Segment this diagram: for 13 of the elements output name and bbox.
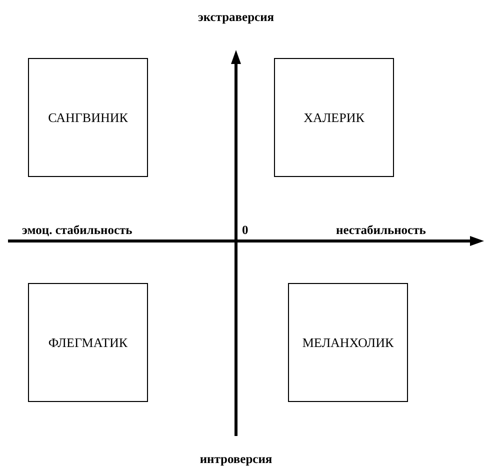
temperament-box	[28, 283, 148, 402]
temperament-name: ФЛЕГМАТИК	[48, 334, 128, 350]
temperament-name: САНГВИНИК	[48, 110, 128, 126]
axis-label: эмоц. стабильность	[22, 223, 132, 238]
temperament-box	[28, 58, 148, 177]
axis-label: 0	[242, 223, 248, 238]
temperament-box	[288, 283, 408, 402]
temperament-name: МЕЛАНХОЛИК	[302, 334, 394, 350]
temperament-name: ХАЛЕРИК	[304, 110, 364, 126]
axis-label: экстраверсия	[198, 10, 274, 25]
axis-label: интроверсия	[200, 452, 272, 467]
axis-label: нестабильность	[336, 223, 426, 238]
temperament-box	[274, 58, 394, 177]
